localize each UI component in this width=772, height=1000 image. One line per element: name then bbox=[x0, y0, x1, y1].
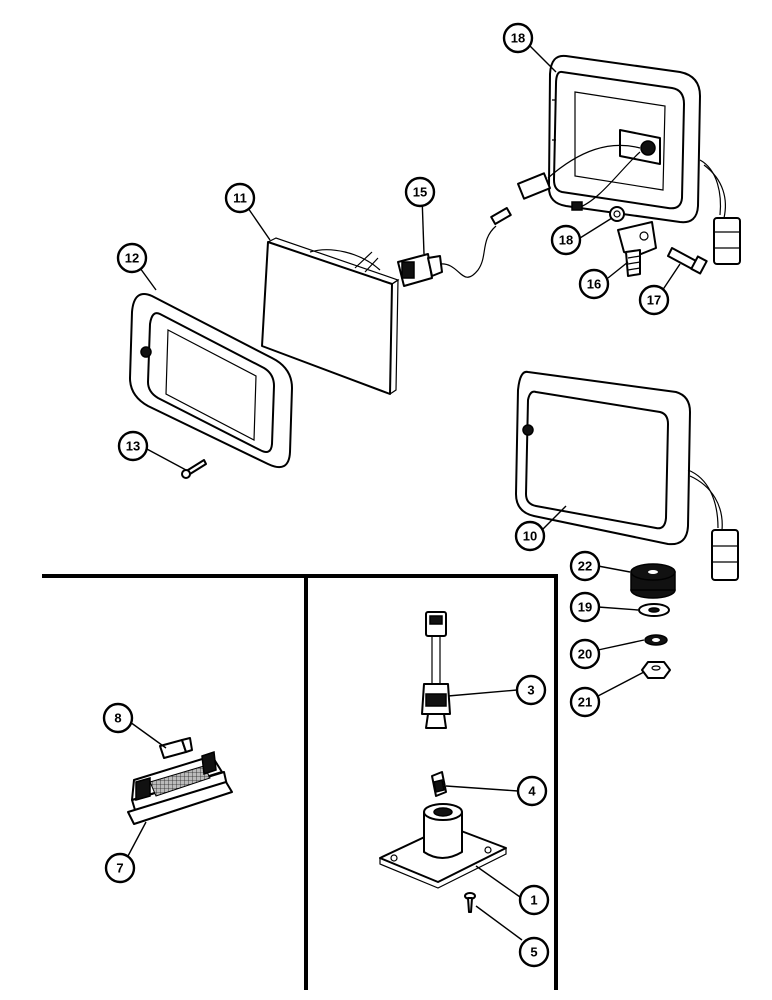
callout-4: 4 bbox=[516, 775, 548, 807]
callout-13: 13 bbox=[117, 430, 149, 462]
callout-label: 3 bbox=[527, 683, 534, 698]
callout-16: 16 bbox=[578, 268, 610, 300]
callout-label: 21 bbox=[578, 695, 592, 710]
callout-8: 8 bbox=[102, 702, 134, 734]
section-dividers bbox=[42, 574, 558, 990]
callout-7: 7 bbox=[104, 852, 136, 884]
callout-label: 8 bbox=[114, 711, 121, 726]
part-10-lamp-assembly bbox=[515, 370, 739, 581]
part-22-grommet bbox=[630, 563, 676, 599]
part-4-bulb bbox=[431, 771, 447, 797]
callout-10: 10 bbox=[514, 520, 546, 552]
part-3-socket-harness bbox=[421, 611, 451, 729]
part-19-washer bbox=[638, 603, 670, 617]
callout-label: 15 bbox=[413, 185, 427, 200]
callout-1: 1 bbox=[518, 884, 550, 916]
callout-label: 4 bbox=[528, 784, 536, 799]
part-5-screw bbox=[464, 892, 476, 913]
callout-5: 5 bbox=[518, 936, 550, 968]
callout-21: 21 bbox=[569, 686, 601, 718]
part-8-small-bulb bbox=[159, 737, 193, 759]
callout-label: 11 bbox=[233, 191, 247, 206]
callout-label: 19 bbox=[578, 600, 592, 615]
callout-12: 12 bbox=[116, 242, 148, 274]
callout-15: 15 bbox=[404, 176, 436, 208]
part-18-nut bbox=[609, 206, 625, 222]
callout-22: 22 bbox=[569, 550, 601, 582]
part-14-rear-housing bbox=[517, 54, 741, 265]
part-16-bracket bbox=[617, 221, 657, 277]
callout-label: 17 bbox=[647, 293, 661, 308]
callout-label: 16 bbox=[587, 277, 601, 292]
callout-label: 1 bbox=[530, 893, 537, 908]
callout-label: 13 bbox=[126, 439, 140, 454]
callout-11: 11 bbox=[224, 182, 256, 214]
callout-14: 18 bbox=[502, 22, 534, 54]
part-12-bezel bbox=[129, 293, 293, 468]
callout-label: 18 bbox=[559, 233, 573, 248]
callout-label: 12 bbox=[125, 251, 139, 266]
callout-18: 18 bbox=[550, 224, 582, 256]
part-15-bulb bbox=[397, 207, 512, 287]
part-11-sealed-beam bbox=[261, 237, 400, 395]
callout-label: 22 bbox=[578, 559, 592, 574]
callout-label: 18 bbox=[511, 31, 525, 46]
callout-17: 17 bbox=[638, 284, 670, 316]
callout-20: 20 bbox=[569, 638, 601, 670]
leader-lines bbox=[127, 45, 681, 941]
callout-label: 20 bbox=[578, 647, 592, 662]
part-7-lamp-housing bbox=[127, 750, 233, 825]
part-1-base-plate bbox=[379, 803, 507, 889]
callout-3: 3 bbox=[515, 674, 547, 706]
callout-label: 5 bbox=[530, 945, 537, 960]
callout-label: 10 bbox=[523, 529, 537, 544]
part-21-hex-nut bbox=[641, 661, 671, 679]
callout-19: 19 bbox=[569, 591, 601, 623]
callout-label: 7 bbox=[116, 861, 123, 876]
part-20-lock-washer bbox=[644, 634, 668, 646]
part-17-bolt bbox=[667, 247, 708, 275]
